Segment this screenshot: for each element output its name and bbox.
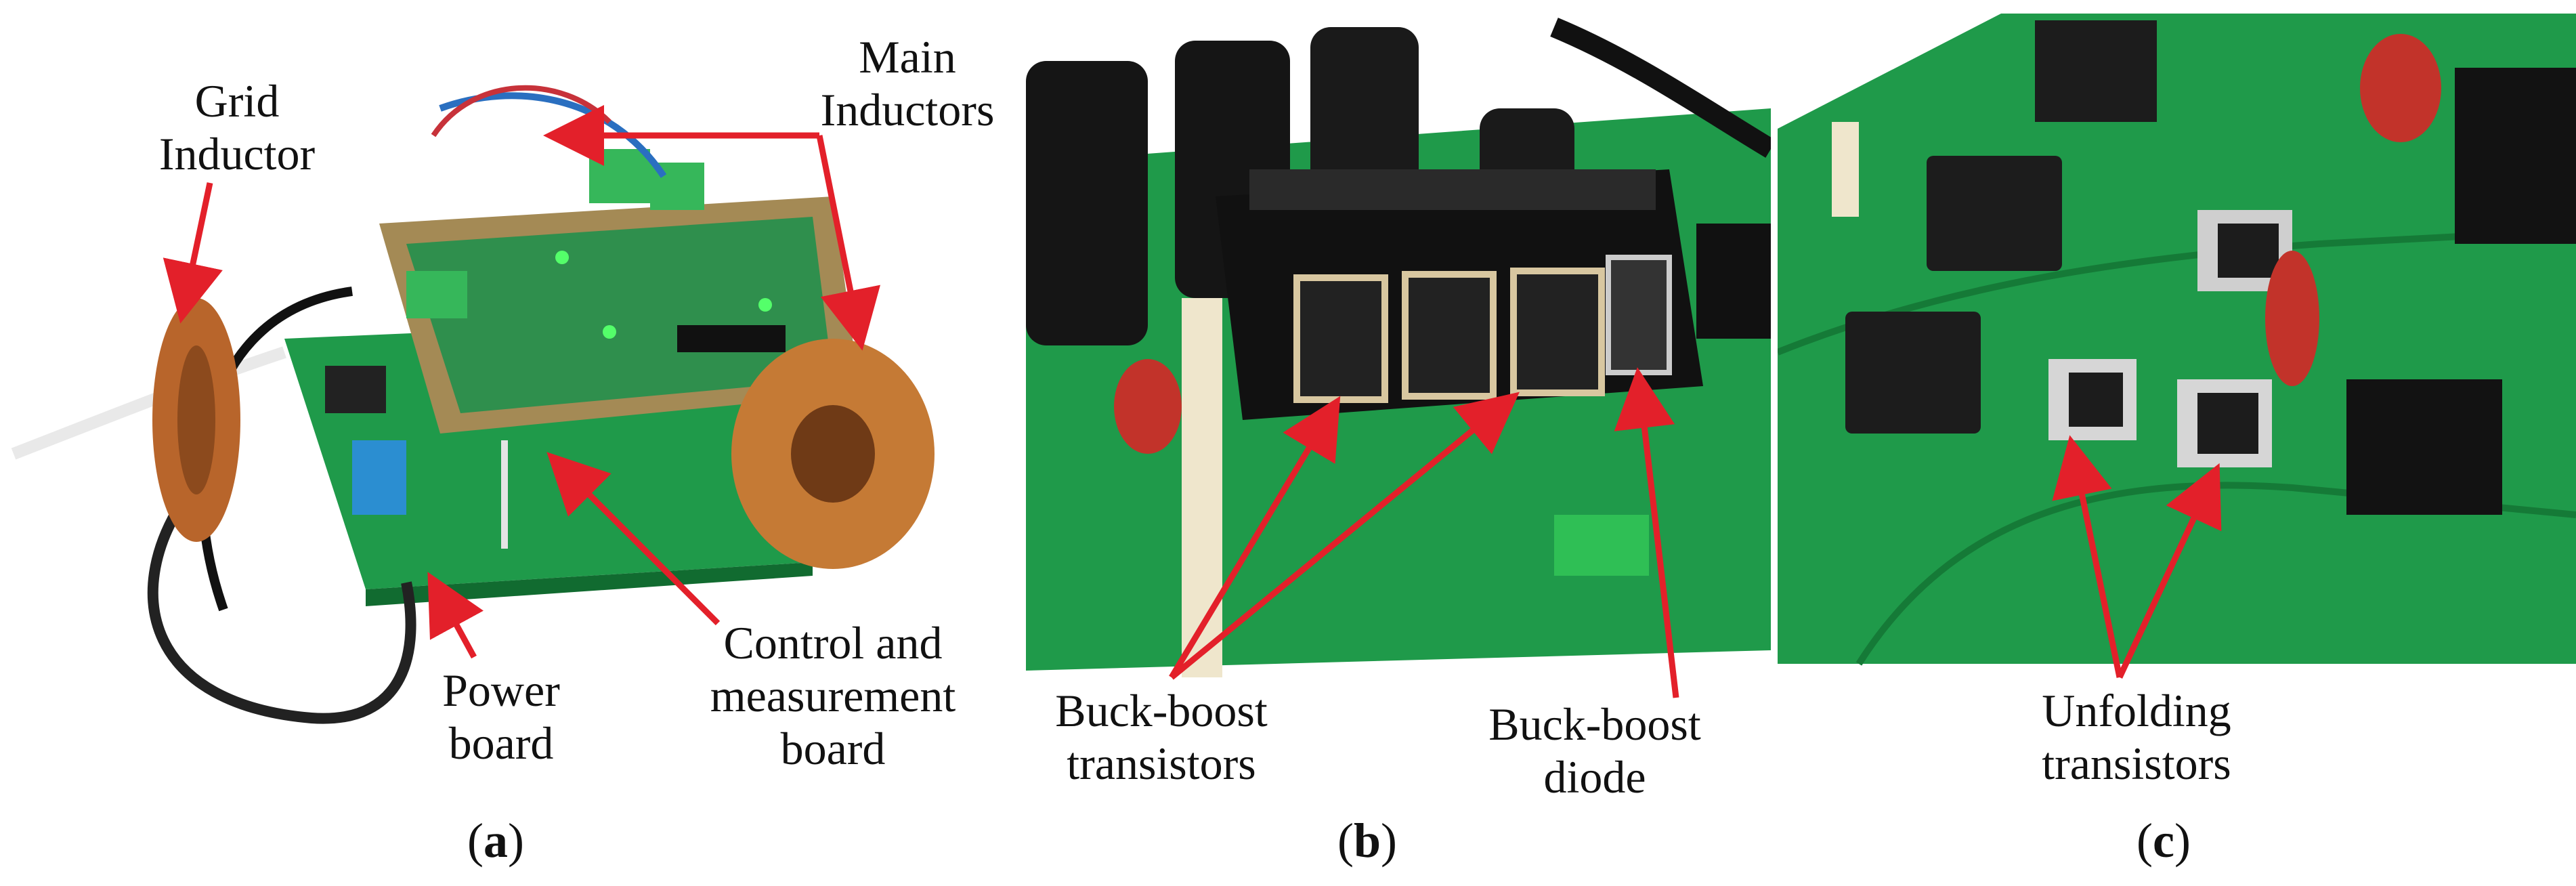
label-main-inductors-line2: Inductors	[820, 84, 995, 135]
caption-b: (b)	[1337, 814, 1398, 868]
label-power-board-line2: board	[448, 717, 554, 769]
label-control-board-line2: measurement	[710, 670, 956, 721]
label-control-board: Control and measurement board	[677, 616, 989, 775]
label-main-inductors: Main Inductors	[799, 30, 1016, 136]
panel-b: Buck-boost transistors Buck-boost diode …	[1026, 0, 1771, 886]
label-grid-inductor-line1: Grid	[194, 75, 280, 127]
label-power-board-line1: Power	[442, 664, 560, 716]
label-bb-transistors-line2: transistors	[1067, 738, 1256, 789]
label-grid-inductor: Grid Inductor	[135, 75, 339, 180]
label-control-board-line1: Control and	[723, 617, 943, 669]
label-bb-diode-line2: diode	[1543, 751, 1646, 803]
caption-c: (c)	[2137, 814, 2191, 868]
panel-b-photo	[1026, 0, 1771, 677]
label-bb-transistors-line1: Buck-boost	[1055, 685, 1268, 736]
caption-a-letter: a	[483, 814, 508, 868]
caption-a: (a)	[467, 814, 524, 868]
panel-c: Unfolding transistors (c)	[1778, 0, 2576, 886]
label-grid-inductor-line2: Inductor	[158, 128, 316, 180]
label-unfolding-transistors: Unfolding transistors	[2001, 684, 2272, 790]
caption-b-letter: b	[1353, 814, 1381, 868]
caption-c-letter: c	[2152, 814, 2174, 868]
label-main-inductors-line1: Main	[859, 31, 956, 83]
label-unfolding-line1: Unfolding	[2042, 685, 2231, 736]
label-power-board: Power board	[413, 664, 589, 769]
label-bb-diode: Buck-boost diode	[1466, 698, 1723, 803]
label-unfolding-line2: transistors	[2042, 738, 2231, 789]
label-bb-transistors: Buck-boost transistors	[1033, 684, 1290, 790]
label-bb-diode-line1: Buck-boost	[1488, 698, 1701, 750]
panel-c-photo	[1778, 0, 2576, 677]
label-control-board-line3: board	[780, 723, 886, 774]
panel-a: Grid Inductor Main Inductors Power board…	[0, 0, 1016, 886]
